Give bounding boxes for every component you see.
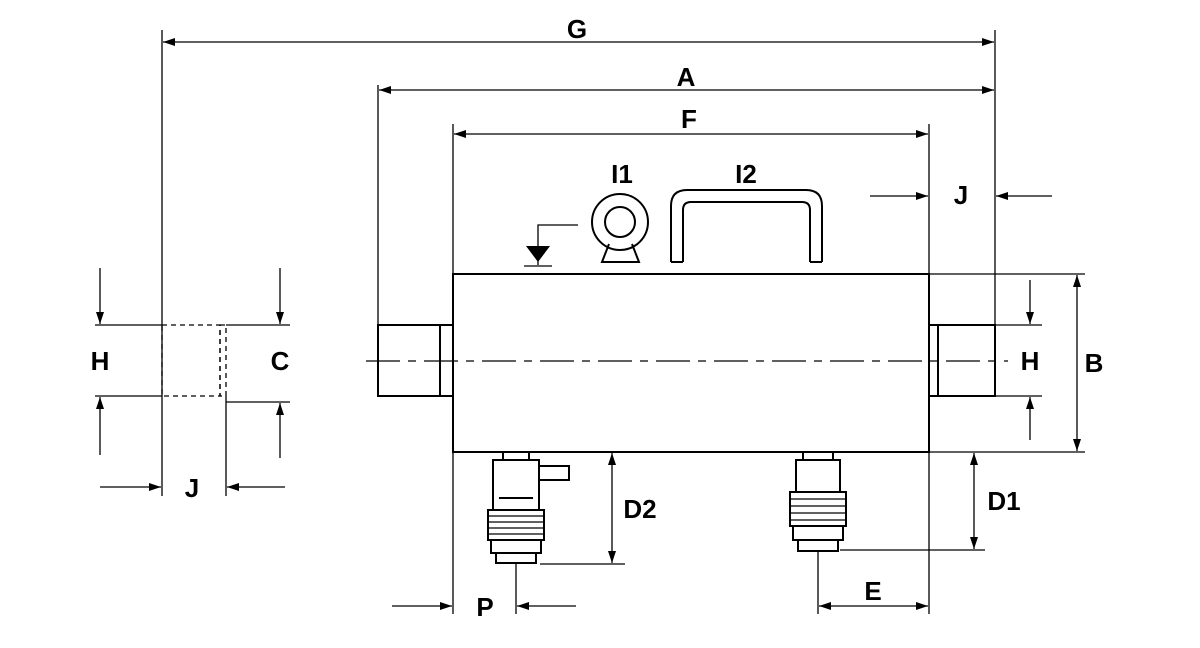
carry-handle-icon <box>670 189 823 263</box>
dimension-d1: D1 <box>970 453 1021 549</box>
label-a: A <box>677 62 696 92</box>
label-f: F <box>681 104 697 134</box>
label-d2: D2 <box>623 494 656 524</box>
dimension-c: C <box>271 268 290 458</box>
lifting-eye-icon <box>591 193 649 263</box>
label-h-left: H <box>91 346 110 376</box>
dimension-b: B <box>1073 275 1104 451</box>
side-view-dashed <box>161 324 227 397</box>
dimension-f: F <box>454 104 928 138</box>
label-i2: I2 <box>735 159 757 189</box>
dimension-h-left: H <box>91 268 110 455</box>
dimension-j-left: J <box>100 473 285 503</box>
right-coupler-icon <box>789 451 847 552</box>
label-d1: D1 <box>987 486 1020 516</box>
left-coupler-icon <box>487 451 570 564</box>
label-e: E <box>864 576 881 606</box>
cylinder-body <box>452 273 930 453</box>
label-c: C <box>271 346 290 376</box>
label-b: B <box>1085 348 1104 378</box>
dimension-e: E <box>819 576 928 610</box>
dimension-g: G <box>163 14 994 46</box>
level-symbol <box>524 224 578 267</box>
label-j-right: J <box>954 180 968 210</box>
label-h-right: H <box>1021 346 1040 376</box>
label-p: P <box>476 592 493 622</box>
dimension-h-right: H <box>1021 280 1040 440</box>
dimension-j-right: J <box>870 180 1052 210</box>
dimension-a: A <box>379 62 994 94</box>
label-j-left: J <box>185 473 199 503</box>
label-i1: I1 <box>611 159 633 189</box>
label-g: G <box>567 14 587 44</box>
dimension-d2: D2 <box>608 453 657 563</box>
dimension-p: P <box>392 592 576 622</box>
